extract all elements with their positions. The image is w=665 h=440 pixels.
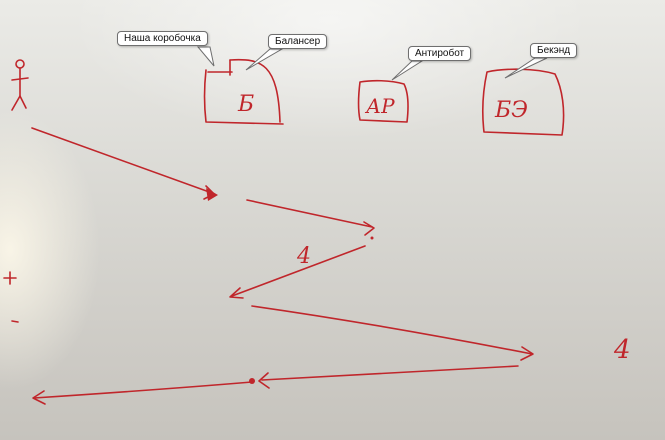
our-box-frame bbox=[203, 58, 284, 125]
balancer-letter: Б bbox=[237, 92, 254, 117]
arrowhead-4 bbox=[520, 346, 534, 361]
junction-dot bbox=[249, 378, 255, 384]
arrowhead-2 bbox=[363, 221, 375, 236]
arrowhead-3 bbox=[229, 287, 244, 299]
arrow-antirobot-back bbox=[231, 245, 366, 297]
callout-balancer: Балансер bbox=[268, 34, 328, 49]
arrow-user-to-balancer bbox=[31, 127, 213, 194]
arrow-balancer-to-backend bbox=[251, 305, 533, 355]
callout-tail-backend bbox=[504, 57, 548, 79]
arrow-backend-back bbox=[261, 365, 519, 381]
time-label-1: 4 bbox=[296, 244, 311, 269]
arrowhead-6 bbox=[32, 390, 46, 405]
callout-box: Наша коробочка bbox=[117, 31, 208, 46]
callout-backend: Бекэнд bbox=[530, 43, 578, 58]
arrow-to-antirobot bbox=[246, 199, 373, 228]
callout-tail-balancer bbox=[245, 48, 284, 71]
dash-mark bbox=[11, 320, 19, 323]
antirobot-box bbox=[357, 79, 409, 123]
filled-arrowhead bbox=[206, 188, 218, 201]
callout-antirobot: Антиробот bbox=[408, 46, 472, 61]
backend-letters: БЭ bbox=[494, 98, 528, 123]
callout-tail-antirobot bbox=[391, 60, 424, 81]
antirobot-dot bbox=[370, 236, 374, 240]
plus-mark bbox=[3, 271, 17, 285]
arrow-response-to-user bbox=[33, 381, 253, 399]
antirobot-letters: АР bbox=[364, 94, 395, 118]
callout-tail-box bbox=[196, 46, 215, 67]
time-label-2: 4 bbox=[613, 335, 631, 365]
arrowhead-5 bbox=[258, 372, 270, 389]
user-stick-figure bbox=[11, 59, 29, 111]
